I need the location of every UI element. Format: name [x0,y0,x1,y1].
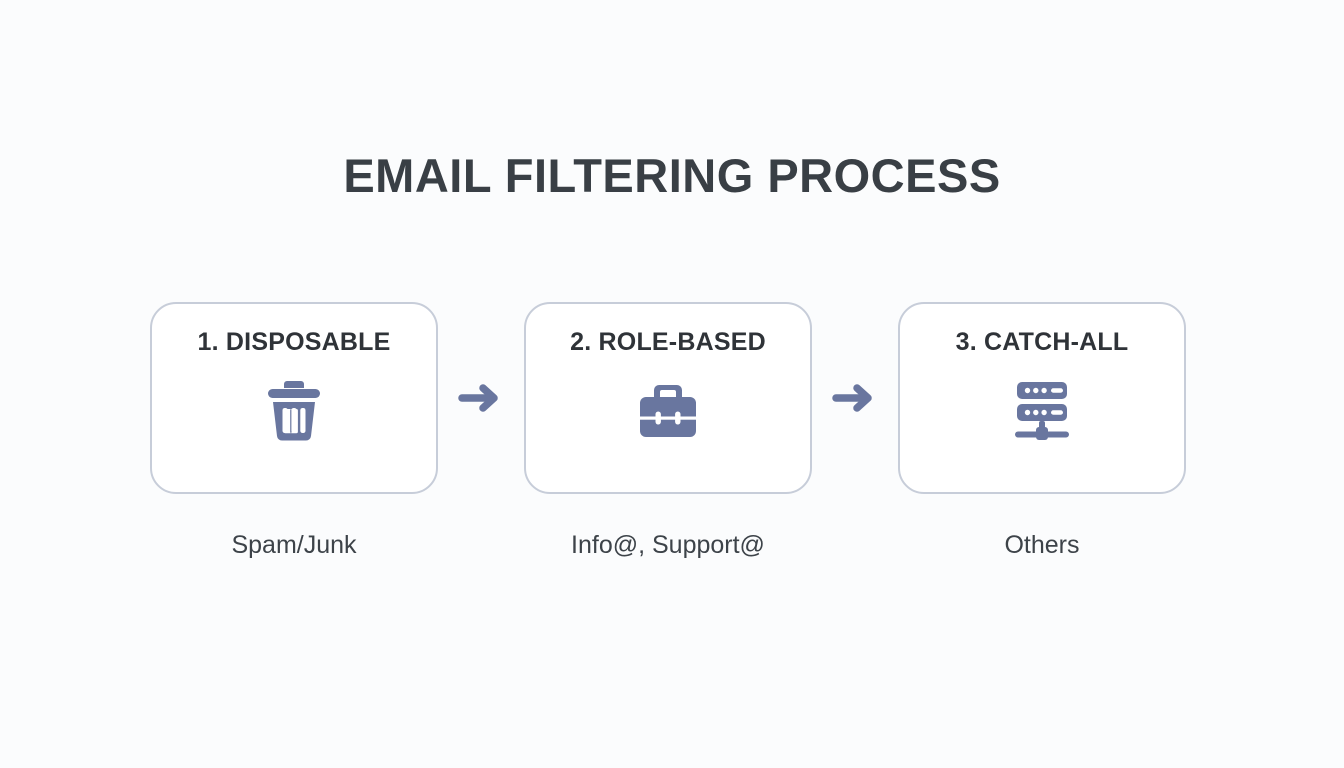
step-card-disposable[interactable]: 1. DISPOSABLE [150,302,438,494]
briefcase-icon [632,373,704,445]
step-card-role-based[interactable]: 2. ROLE-BASED [524,302,812,494]
step-title-catch-all: 3. CATCH-ALL [955,328,1129,356]
page-title: EMAIL FILTERING PROCESS [343,149,1001,202]
server-network-icon [1006,373,1078,445]
arrow-right-icon [824,376,886,420]
process-flow: 1. DISPOSABLE [150,302,1186,494]
trash-can-icon [258,373,330,445]
arrow-right-icon [450,376,512,420]
step-caption-disposable: Spam/Junk [231,531,357,559]
step-title-role-based: 2. ROLE-BASED [570,328,766,356]
step-captions: Spam/Junk Info@, Support@ Others [150,524,1186,566]
step-title-disposable: 1. DISPOSABLE [197,328,391,356]
step-card-catch-all[interactable]: 3. CATCH-ALL [898,302,1186,494]
step-caption-role-based: Info@, Support@ [571,531,765,559]
step-caption-catch-all: Others [1004,531,1080,559]
